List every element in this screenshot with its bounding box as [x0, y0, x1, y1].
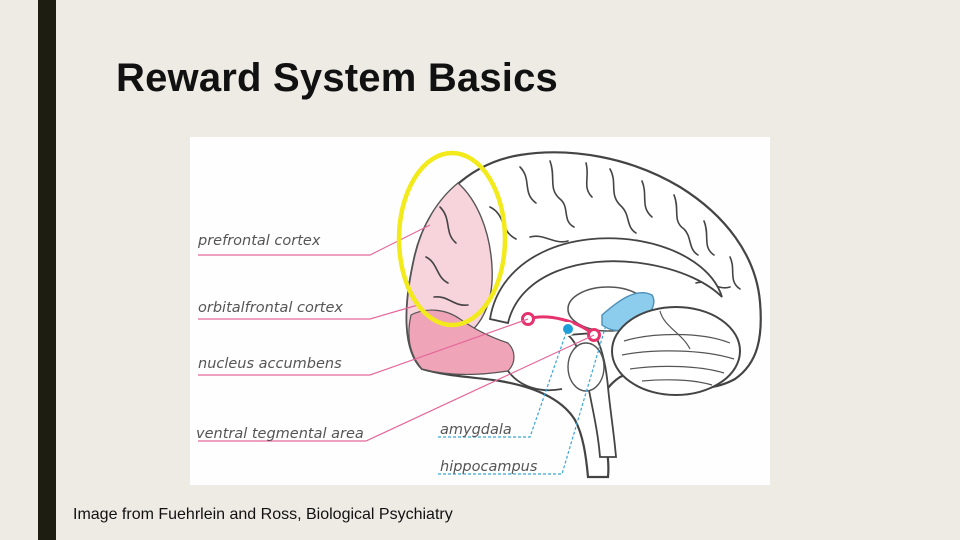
pink-leader-lines [198, 224, 595, 442]
label-prefrontal-cortex: prefrontal cortex [197, 233, 321, 249]
label-nucleus-accumbens: nucleus accumbens [198, 356, 342, 372]
corpus-callosum [488, 237, 723, 325]
amygdala-node [561, 322, 575, 336]
blue-leader-lines [438, 324, 607, 475]
pons [567, 342, 605, 392]
brain-diagram: prefrontal cortex orbitalfrontal cortex … [190, 137, 770, 485]
label-orbitalfrontal-cortex: orbitalfrontal cortex [198, 300, 343, 316]
label-amygdala: amygdala [440, 422, 512, 438]
cerebellum [611, 306, 741, 396]
slide-accent-bar [38, 0, 56, 540]
slide-title: Reward System Basics [116, 56, 559, 100]
highlight-ring [396, 150, 508, 328]
brain-illustration: prefrontal cortex orbitalfrontal cortex … [196, 150, 762, 479]
temporal-lobe-contour [507, 370, 563, 392]
label-hippocampus: hippocampus [440, 459, 538, 475]
label-ventral-tegmental-area: ventral tegmental area [196, 426, 364, 442]
image-caption: Image from Fuehrlein and Ross, Biologica… [73, 506, 453, 523]
